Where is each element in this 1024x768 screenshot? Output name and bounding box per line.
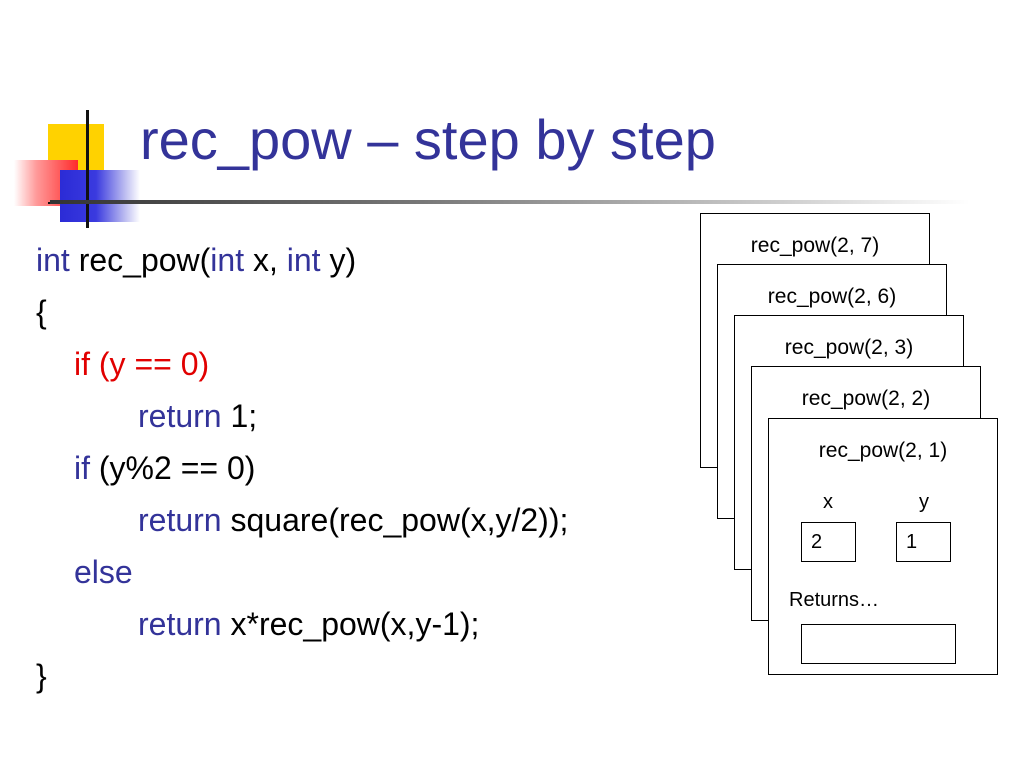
var-y-label: y (919, 491, 929, 513)
title-divider (50, 200, 970, 204)
code-line-return-square: return square(rec_pow(x,y/2)); (36, 494, 568, 546)
code-line-base-case: if (y == 0) (36, 338, 568, 390)
stack-frame-active: rec_pow(2, 1) x y 2 1 Returns… (768, 418, 998, 675)
returns-value-box (801, 624, 956, 664)
code-keyword: else (74, 554, 133, 590)
frame-label: rec_pow(2, 3) (784, 336, 914, 359)
code-block: int rec_pow(int x, int y) { if (y == 0) … (36, 234, 568, 702)
code-line-signature: int rec_pow(int x, int y) (36, 234, 568, 286)
code-line-else: else (36, 546, 568, 598)
frame-label: rec_pow(2, 6) (767, 285, 897, 308)
code-line-close-brace: } (36, 650, 568, 702)
returns-label: Returns… (789, 589, 880, 611)
code-line-return-multiply: return x*rec_pow(x,y-1); (36, 598, 568, 650)
code-keyword: int (286, 242, 321, 278)
code-text: square(rec_pow(x,y/2)); (221, 502, 569, 538)
code-keyword: if (74, 450, 90, 486)
code-text: y) (320, 242, 357, 278)
frame-label: rec_pow(2, 1) (818, 439, 948, 462)
code-text: (y%2 == 0) (90, 450, 256, 486)
code-keyword: int (36, 242, 70, 278)
code-highlight: if (y == 0) (74, 346, 210, 382)
code-text: } (36, 658, 47, 694)
slide-logo (0, 100, 140, 230)
var-y-value: 1 (896, 522, 951, 562)
code-text: x, (244, 242, 287, 278)
var-x-value: 2 (801, 522, 856, 562)
frame-label: rec_pow(2, 2) (801, 387, 931, 410)
code-line-return-one: return 1; (36, 390, 568, 442)
code-text: x*rec_pow(x,y-1); (221, 606, 480, 642)
var-x-label: x (823, 491, 833, 513)
frame-label: rec_pow(2, 7) (750, 234, 880, 257)
logo-vertical-line (86, 110, 89, 228)
code-text: { (36, 294, 47, 330)
logo-blue-square (60, 170, 140, 222)
code-text: 1; (221, 398, 258, 434)
code-keyword: return (138, 606, 222, 642)
code-line-even-check: if (y%2 == 0) (36, 442, 568, 494)
code-keyword: return (138, 398, 222, 434)
code-keyword: return (138, 502, 222, 538)
slide-title: rec_pow – step by step (140, 108, 716, 171)
code-keyword: int (210, 242, 245, 278)
code-text: rec_pow( (69, 242, 211, 278)
code-line-open-brace: { (36, 286, 568, 338)
